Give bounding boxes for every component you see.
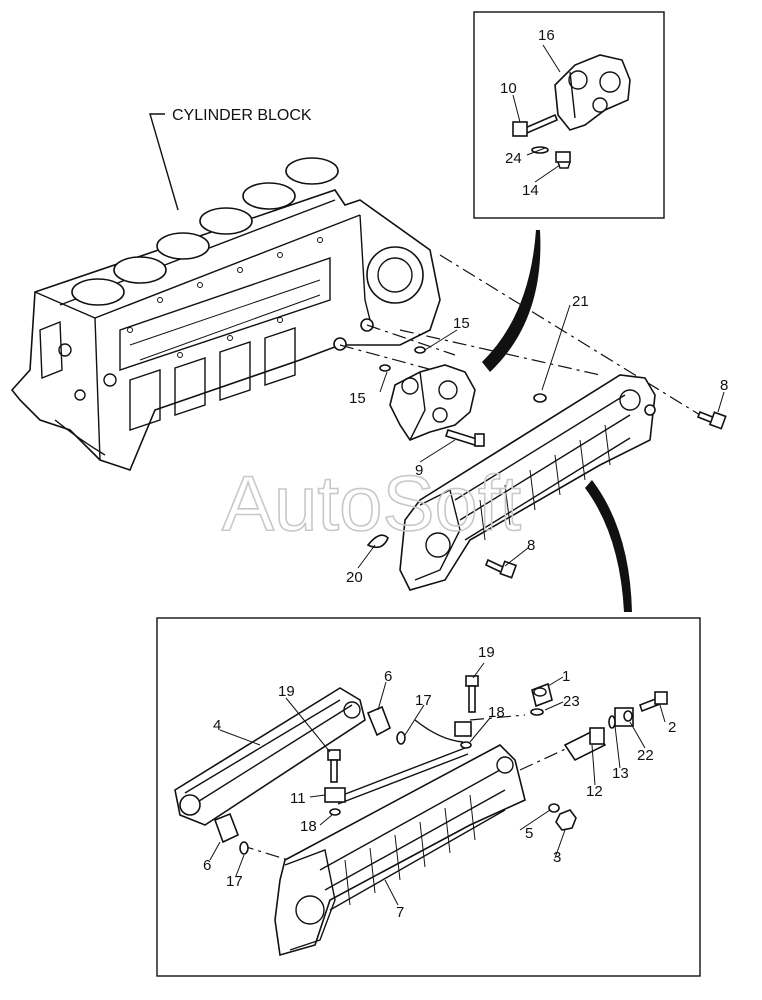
detail-inset-top <box>473 11 665 219</box>
eye-fitting-upper <box>454 721 472 737</box>
block-label: CYLINDER BLOCK <box>172 107 312 124</box>
callout-17b: 17 <box>226 873 243 890</box>
bolt-9 <box>444 429 485 447</box>
callout-3: 3 <box>553 849 561 866</box>
nut-3 <box>555 809 577 831</box>
callout-21: 21 <box>572 293 589 310</box>
callout-19a: 19 <box>478 644 495 661</box>
callout-15b: 15 <box>349 390 366 407</box>
callout-9: 9 <box>415 462 423 479</box>
gasket-20 <box>366 534 389 549</box>
eye-fitting-11 <box>324 787 346 803</box>
callout-19b: 19 <box>278 683 295 700</box>
assembly-line-2 <box>366 324 456 356</box>
arrow-to-top-inset <box>482 230 541 372</box>
bolt-2 <box>639 691 668 713</box>
callout-20: 20 <box>346 569 363 586</box>
callout-8b: 8 <box>527 537 535 554</box>
callout-12: 12 <box>586 783 603 800</box>
callout-18b: 18 <box>300 818 317 835</box>
callout-7: 7 <box>396 904 404 921</box>
bolt-19-right <box>465 675 479 713</box>
gasket-18-right <box>460 741 472 749</box>
callout-13: 13 <box>612 765 629 782</box>
callout-4: 4 <box>213 717 221 734</box>
cylinder-block <box>10 157 441 471</box>
callout-14: 14 <box>522 182 539 199</box>
oil-cooler-assembly <box>399 374 656 591</box>
callout-6b: 6 <box>203 857 211 874</box>
block-label-leader <box>149 113 179 211</box>
gasket-22 <box>623 710 633 722</box>
callout-23: 23 <box>563 693 580 710</box>
callout-17a: 17 <box>415 692 432 709</box>
sensor-12 <box>563 727 607 762</box>
o-ring-17-lower <box>239 841 249 855</box>
o-ring-21 <box>533 393 547 403</box>
callout-10: 10 <box>500 80 517 97</box>
callout-11: 11 <box>290 790 306 807</box>
inset-thermostat-housing <box>554 54 631 131</box>
thermostat-housing <box>379 346 476 441</box>
washer-5 <box>548 803 560 813</box>
gasket-6-upper <box>366 705 391 737</box>
callout-leaders <box>209 44 725 906</box>
bolt-19-left <box>327 749 341 783</box>
watermark-text: AutoSoft <box>222 459 522 547</box>
o-ring-17-upper <box>396 731 406 745</box>
tube-and-fittings <box>324 719 472 805</box>
callout-1: 1 <box>562 668 570 685</box>
arrow-to-bottom-inset <box>585 480 632 612</box>
callout-22: 22 <box>637 747 654 764</box>
oil-cooler-element-7 <box>274 744 526 957</box>
assembly-line-4 <box>439 254 701 416</box>
inset-plug-14 <box>555 151 571 169</box>
detail-inset-bottom <box>156 617 701 977</box>
callout-15a: 15 <box>453 315 470 332</box>
assembly-line-7 <box>469 714 526 721</box>
callout-24: 24 <box>505 150 522 167</box>
assembly-line-1 <box>339 344 441 373</box>
cover-4 <box>174 687 366 826</box>
callout-2: 2 <box>668 719 676 736</box>
assembly-line-5 <box>239 844 321 871</box>
callout-labels: 16 10 24 14 21 15 15 8 9 8 20 19 19 6 17… <box>203 27 728 921</box>
callout-16: 16 <box>538 27 555 44</box>
gasket-23 <box>530 708 544 716</box>
plug-1 <box>531 682 553 708</box>
gasket-6-lower <box>213 812 240 844</box>
callout-6a: 6 <box>384 668 392 685</box>
callout-5: 5 <box>525 825 533 842</box>
bolt-8-lower <box>484 558 518 579</box>
callout-8a: 8 <box>720 377 728 394</box>
gasket-18-left <box>329 808 341 816</box>
bolt-8-upper <box>696 410 727 430</box>
inset-bolt-10 <box>512 113 559 137</box>
callout-18a: 18 <box>488 704 505 721</box>
